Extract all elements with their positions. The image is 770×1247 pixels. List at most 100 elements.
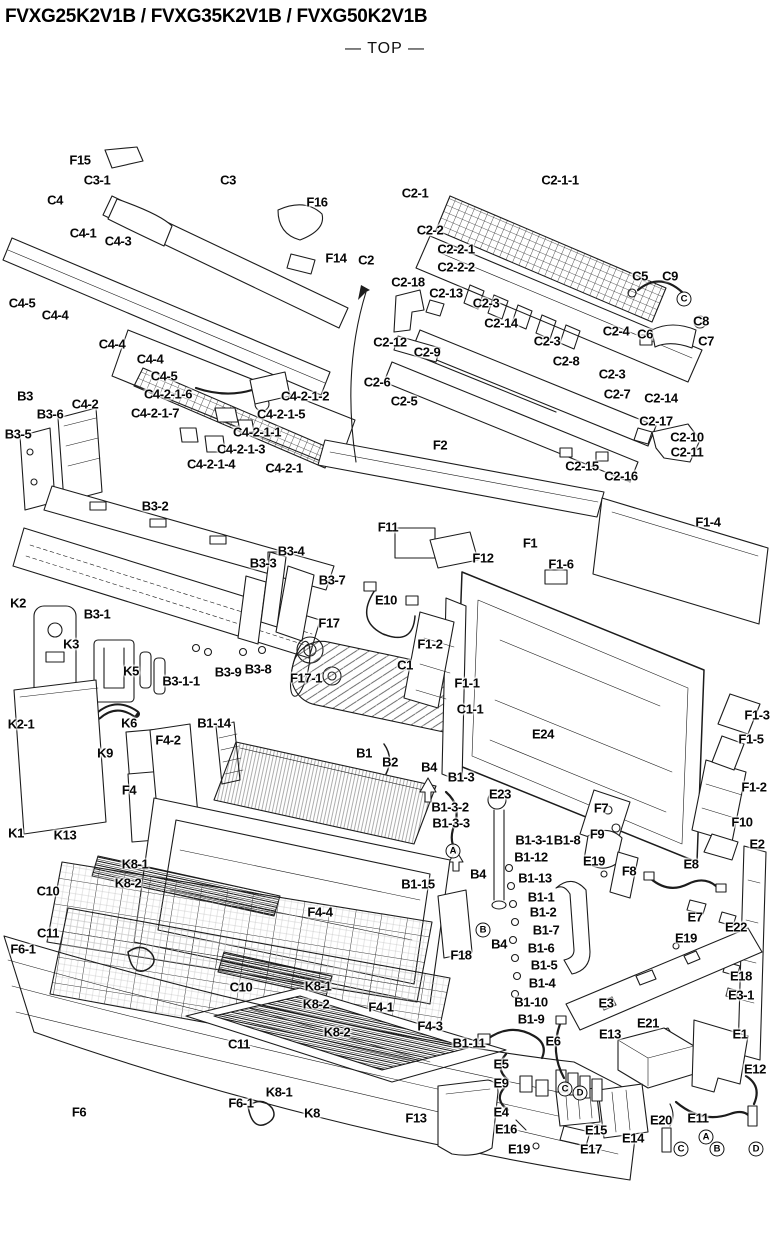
part-label-c2-3: C2-3: [598, 366, 626, 382]
part-label-b1-4: B1-4: [528, 975, 556, 991]
part-label-c2-12: C2-12: [373, 334, 407, 350]
part-label-c4-2: C4-2: [71, 396, 99, 412]
part-label-e13: E13: [599, 1026, 621, 1042]
part-label-k3: K3: [63, 636, 79, 652]
part-label-b3-4: B3-4: [277, 543, 305, 559]
part-label-f1-2: F1-2: [417, 636, 443, 652]
part-label-e19: E19: [675, 930, 697, 946]
part-label-f1-4: F1-4: [695, 514, 721, 530]
part-label-b3-3: B3-3: [249, 555, 277, 571]
part-label-b1-10: B1-10: [514, 994, 548, 1010]
part-label-f6: F6: [71, 1104, 87, 1120]
part-label-c2-1-1: C2-1-1: [541, 172, 579, 188]
part-label-c2-3: C2-3: [472, 295, 500, 311]
part-label-c2-15: C2-15: [565, 458, 599, 474]
part-label-c6: C6: [637, 326, 653, 342]
part-label-e17: E17: [580, 1141, 602, 1157]
part-label-c4-2-1-6: C4-2-1-6: [143, 386, 193, 402]
part-label-c4-2-1-4: C4-2-1-4: [186, 456, 236, 472]
part-label-c4-2-1-3: C4-2-1-3: [216, 441, 266, 457]
part-label-b1-7: B1-7: [532, 922, 560, 938]
part-label-c2-13: C2-13: [429, 285, 463, 301]
part-label-c1-1: C1-1: [456, 701, 484, 717]
part-label-c4-2-1-2: C4-2-1-2: [280, 388, 330, 404]
part-label-k9: K9: [97, 745, 113, 761]
part-label-b1-3-1: B1-3-1: [515, 832, 553, 848]
part-label-e8: E8: [683, 856, 699, 872]
part-label-b3-6: B3-6: [36, 406, 64, 422]
part-label-k1: K1: [8, 825, 24, 841]
part-label-k6: K6: [121, 715, 137, 731]
part-label-f6-1: F6-1: [10, 941, 36, 957]
part-label-c10: C10: [36, 883, 60, 899]
part-label-k8-2: K8-2: [323, 1024, 351, 1040]
part-label-c9: C9: [662, 268, 678, 284]
part-label-b1-11: B1-11: [452, 1035, 486, 1051]
part-label-b3-8: B3-8: [244, 661, 272, 677]
part-label-e5: E5: [493, 1056, 509, 1072]
part-label-k13: K13: [53, 827, 77, 843]
part-label-f13: F13: [405, 1110, 427, 1126]
part-label-c2-5: C2-5: [390, 393, 418, 409]
front-frame-and-filters-artwork: [3, 721, 641, 1181]
part-label-c2-9: C2-9: [413, 344, 441, 360]
part-label-e20: E20: [650, 1112, 672, 1128]
part-label-c2-4: C2-4: [602, 323, 630, 339]
part-label-c2-6: C2-6: [363, 374, 391, 390]
part-label-c2-17: C2-17: [639, 413, 673, 429]
part-label-c2-7: C2-7: [603, 386, 631, 402]
part-label-e6: E6: [545, 1033, 561, 1049]
part-label-f1-1: F1-1: [454, 675, 480, 691]
part-label-b3-7: B3-7: [318, 572, 346, 588]
part-label-b1-13: B1-13: [518, 870, 552, 886]
part-label-f17-1: F17-1: [290, 670, 322, 686]
part-label-c5: C5: [632, 268, 648, 284]
front-panel-top-assembly-artwork: [2, 146, 356, 511]
circled-marker-d: D: [748, 1141, 764, 1157]
part-label-f1-5: F1-5: [738, 731, 764, 747]
part-label-f8: F8: [621, 863, 637, 879]
circled-marker-b: B: [709, 1141, 725, 1157]
part-label-f16: F16: [306, 194, 328, 210]
circled-marker-a: A: [445, 843, 461, 859]
part-label-f6-1: F6-1: [228, 1095, 254, 1111]
part-label-e10: E10: [375, 592, 397, 608]
part-label-c10: C10: [229, 979, 253, 995]
part-label-e23: E23: [489, 786, 511, 802]
part-label-b1-15: B1-15: [401, 876, 435, 892]
part-label-k8-2: K8-2: [302, 996, 330, 1012]
part-label-c4-3: C4-3: [104, 233, 132, 249]
part-label-b1-14: B1-14: [197, 715, 231, 731]
part-label-b1-3-2: B1-3-2: [431, 799, 469, 815]
part-label-f11: F11: [377, 519, 399, 535]
part-label-c4-2-1-1: C4-2-1-1: [232, 424, 282, 440]
part-label-c7: C7: [698, 333, 714, 349]
part-label-f17: F17: [318, 615, 340, 631]
part-label-c4-4: C4-4: [98, 336, 126, 352]
part-label-b3-1-1: B3-1-1: [162, 673, 200, 689]
part-label-e16: E16: [495, 1121, 517, 1137]
part-label-f12: F12: [472, 550, 494, 566]
circled-marker-b: B: [475, 922, 491, 938]
part-label-c8: C8: [693, 313, 709, 329]
part-label-b3-2: B3-2: [141, 498, 169, 514]
part-label-f1-3: F1-3: [744, 707, 770, 723]
part-label-k8-1: K8-1: [121, 856, 149, 872]
circled-marker-c: C: [557, 1081, 573, 1097]
part-label-c4-5: C4-5: [150, 368, 178, 384]
part-label-b4: B4: [421, 759, 437, 775]
part-label-b4: B4: [470, 866, 486, 882]
part-label-e7: E7: [687, 909, 703, 925]
part-label-c3-1: C3-1: [83, 172, 111, 188]
part-label-b1-2: B1-2: [529, 904, 557, 920]
part-label-e21: E21: [637, 1015, 659, 1031]
part-label-c2-1: C2-1: [401, 185, 429, 201]
part-label-c2-14: C2-14: [484, 315, 518, 331]
part-label-k5: K5: [123, 663, 139, 679]
part-label-e24: E24: [532, 726, 554, 742]
part-label-c2-2: C2-2: [416, 222, 444, 238]
part-label-f4-1: F4-1: [368, 999, 394, 1015]
part-label-b1-3-3: B1-3-3: [432, 815, 470, 831]
part-label-c2-11: C2-11: [670, 444, 704, 460]
part-label-f4: F4: [121, 782, 137, 798]
